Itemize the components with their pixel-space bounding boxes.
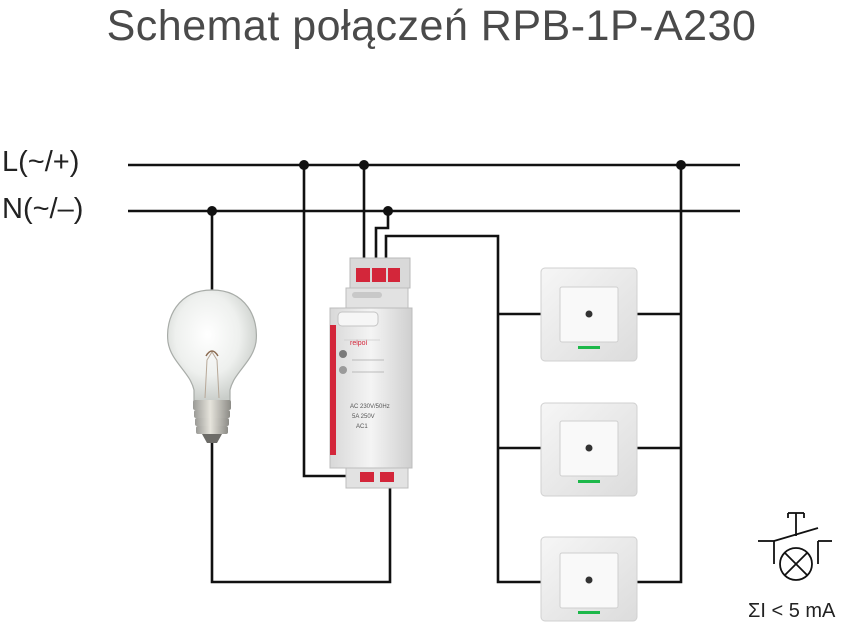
relay-module: relpol AC 230V/50Hz 5A 250V AC1 bbox=[329, 257, 413, 489]
relay-neutral-feed-wire bbox=[374, 211, 390, 262]
live-line-label: L(~/+) bbox=[2, 146, 80, 178]
neutral-line-label: N(~/–) bbox=[2, 193, 84, 225]
switch-live-wire bbox=[636, 165, 683, 584]
wall-switch-2 bbox=[540, 402, 638, 497]
light-bulb-icon bbox=[166, 289, 258, 443]
relay-spec-2: 5A 250V bbox=[352, 414, 375, 420]
junction-dot bbox=[383, 206, 393, 216]
wall-switch-3 bbox=[540, 536, 638, 622]
diagram-title: Schemat połączeń RPB-1P-A230 bbox=[106, 2, 757, 50]
bulb-return-wire bbox=[210, 440, 392, 584]
junction-dot bbox=[299, 160, 309, 170]
junction-dot bbox=[676, 160, 686, 170]
switch-control-wire bbox=[384, 234, 545, 584]
illuminated-switch-symbol-icon bbox=[758, 512, 832, 581]
relay-brand: relpol bbox=[350, 340, 368, 347]
junction-dot bbox=[207, 206, 217, 216]
relay-spec-3: AC1 bbox=[356, 424, 368, 430]
leakage-current-note: ΣI < 5 mA bbox=[748, 600, 836, 622]
junction-dot bbox=[359, 160, 369, 170]
wall-switch-1 bbox=[540, 267, 638, 362]
relay-spec-1: AC 230V/50Hz bbox=[350, 404, 390, 410]
